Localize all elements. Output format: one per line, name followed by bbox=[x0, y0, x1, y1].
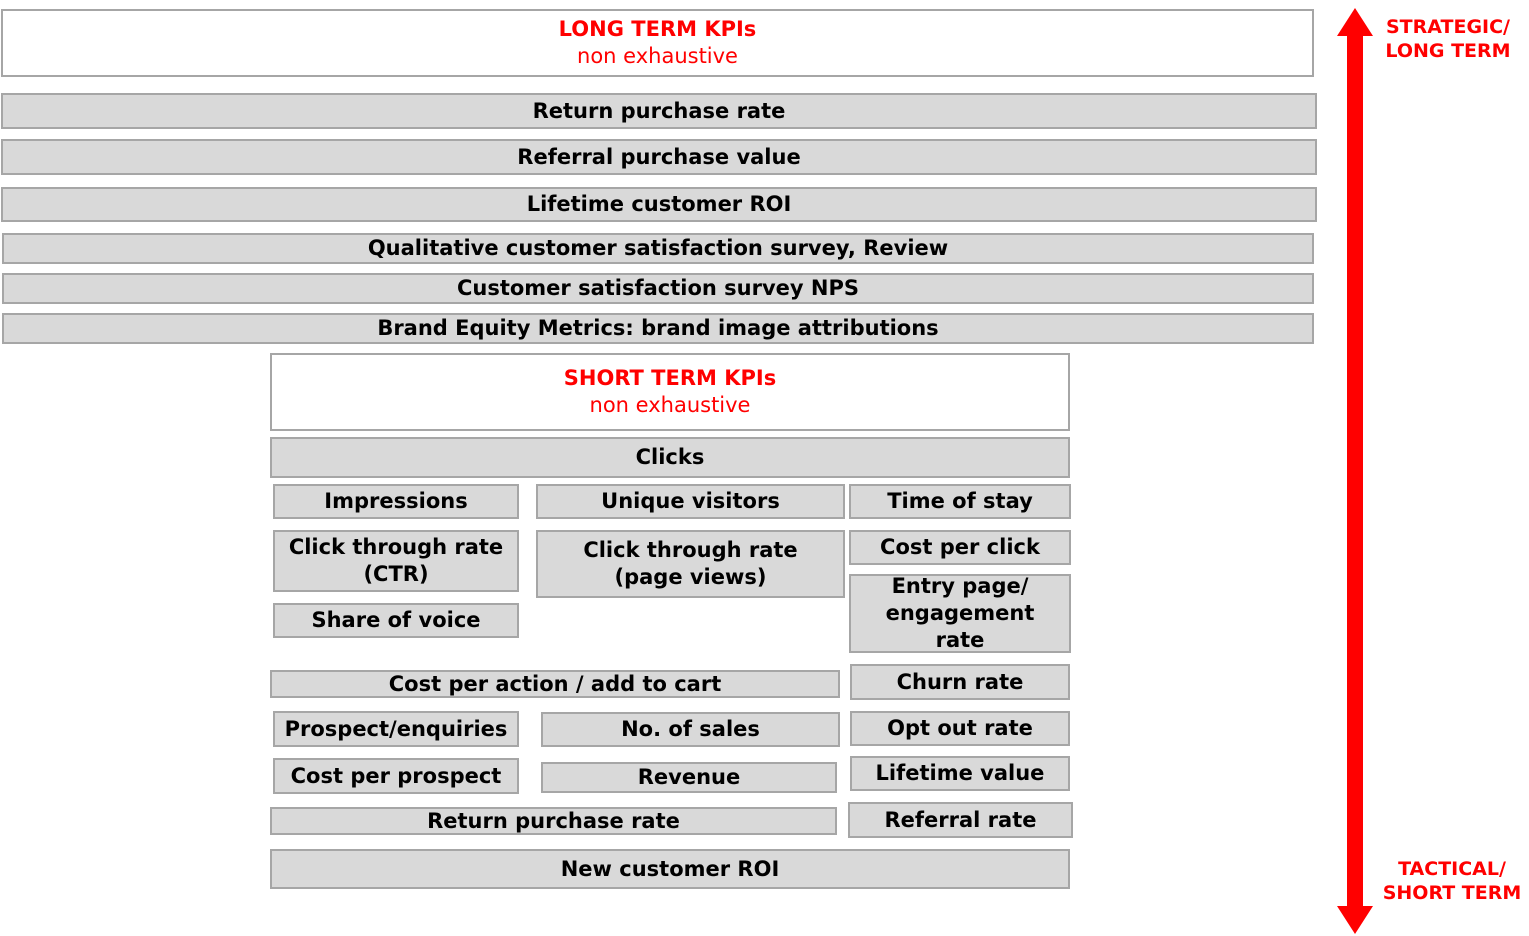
kpi-new-customer-roi: New customer ROI bbox=[270, 849, 1070, 889]
short-term-header: SHORT TERM KPIs non exhaustive bbox=[270, 353, 1070, 431]
kpi-cost-per-prospect: Cost per prospect bbox=[273, 758, 519, 794]
kpi-click-through-rate-page-views: Click through rate (page views) bbox=[536, 530, 845, 598]
kpi-brand-equity-metrics: Brand Equity Metrics: brand image attrib… bbox=[2, 313, 1314, 344]
kpi-return-purchase-rate-short: Return purchase rate bbox=[270, 807, 837, 835]
kpi-cost-per-click: Cost per click bbox=[849, 530, 1071, 565]
kpi-return-purchase-rate-long: Return purchase rate bbox=[1, 93, 1317, 129]
short-term-title: SHORT TERM KPIs bbox=[563, 366, 777, 390]
kpi-referral-rate: Referral rate bbox=[848, 802, 1073, 838]
kpi-entry-page-engagement-rate: Entry page/ engagement rate bbox=[849, 574, 1071, 653]
kpi-share-of-voice: Share of voice bbox=[273, 603, 519, 638]
kpi-cost-per-action: Cost per action / add to cart bbox=[270, 670, 840, 698]
kpi-time-of-stay: Time of stay bbox=[849, 484, 1071, 519]
kpi-click-through-rate-ctr: Click through rate (CTR) bbox=[273, 530, 519, 592]
kpi-referral-purchase-value: Referral purchase value bbox=[1, 139, 1317, 175]
long-term-header: LONG TERM KPIs non exhaustive bbox=[1, 9, 1314, 77]
kpi-impressions: Impressions bbox=[273, 484, 519, 519]
arrow-shaft bbox=[1347, 34, 1363, 908]
kpi-churn-rate: Churn rate bbox=[850, 664, 1070, 700]
long-term-title: LONG TERM KPIs bbox=[558, 17, 757, 41]
arrow-head-down bbox=[1337, 906, 1373, 934]
tactical-short-term-label: TACTICAL/ SHORT TERM bbox=[1382, 858, 1522, 904]
long-term-subtitle: non exhaustive bbox=[577, 44, 738, 68]
kpi-lifetime-value: Lifetime value bbox=[850, 756, 1070, 791]
kpi-lifetime-customer-roi: Lifetime customer ROI bbox=[1, 187, 1317, 222]
kpi-no-of-sales: No. of sales bbox=[541, 712, 840, 747]
kpi-unique-visitors: Unique visitors bbox=[536, 484, 845, 519]
short-term-subtitle: non exhaustive bbox=[589, 393, 751, 417]
arrow-head-up bbox=[1337, 8, 1373, 36]
kpi-satisfaction-survey-nps: Customer satisfaction survey NPS bbox=[2, 273, 1314, 304]
strategic-long-term-label: STRATEGIC/ LONG TERM bbox=[1385, 16, 1511, 62]
kpi-opt-out-rate: Opt out rate bbox=[850, 711, 1070, 746]
kpi-clicks: Clicks bbox=[270, 437, 1070, 478]
kpi-prospect-enquiries: Prospect/enquiries bbox=[273, 711, 519, 747]
timeframe-arrow bbox=[1337, 8, 1373, 934]
kpi-qualitative-satisfaction-survey: Qualitative customer satisfaction survey… bbox=[2, 233, 1314, 264]
kpi-revenue: Revenue bbox=[541, 762, 837, 793]
